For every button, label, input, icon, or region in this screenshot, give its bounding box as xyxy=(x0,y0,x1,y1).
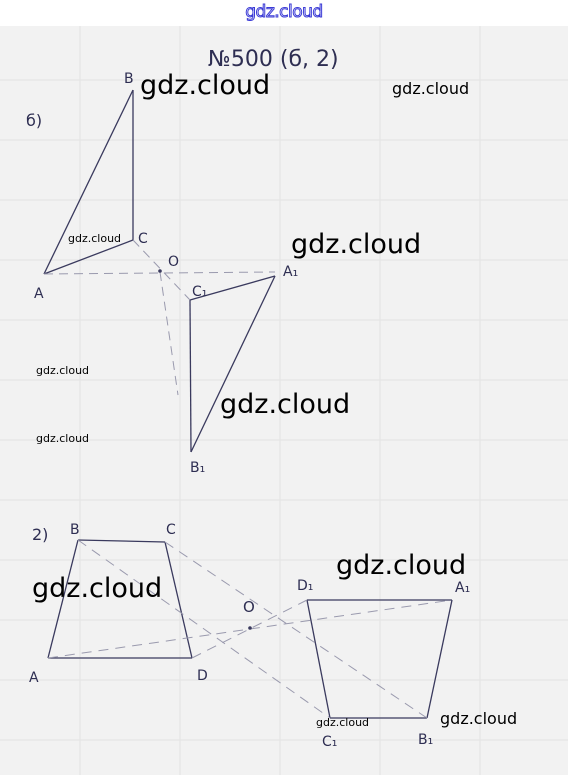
site-title[interactable]: gdz.cloud xyxy=(245,2,324,23)
construction-lines-b xyxy=(43,239,276,396)
point-o2-marker xyxy=(248,626,252,630)
point-b: B xyxy=(124,71,134,87)
point-c-2: C xyxy=(166,522,176,538)
site-header: gdz.cloud xyxy=(0,0,568,26)
point-d-2: D xyxy=(197,668,208,684)
notebook-grid xyxy=(0,26,568,775)
point-d1-2: D₁ xyxy=(297,578,313,594)
point-o-2: O xyxy=(243,598,255,616)
point-a: A xyxy=(34,286,44,302)
point-a1: A₁ xyxy=(283,264,298,280)
point-b1-2: B₁ xyxy=(418,732,433,748)
point-c1: C₁ xyxy=(192,284,207,300)
watermark-1: gdz.cloud xyxy=(140,70,270,101)
point-o: O xyxy=(168,254,179,270)
part-2-label: 2) xyxy=(32,525,48,544)
point-a-2: A xyxy=(29,670,39,686)
point-b-2: B xyxy=(70,522,80,538)
watermark-8: gdz.cloud xyxy=(336,550,466,581)
triangle-abc xyxy=(43,89,134,275)
watermark-2: gdz.cloud xyxy=(392,79,469,98)
triangle-a1b1c1 xyxy=(189,275,276,453)
point-b1: B₁ xyxy=(190,460,205,476)
exercise-number: №500 (б, 2) xyxy=(208,47,339,72)
watermark-10: gdz.cloud xyxy=(316,716,369,729)
watermark-3: gdz.cloud xyxy=(68,232,121,245)
watermark-11: gdz.cloud xyxy=(440,709,517,728)
part-b-label: б) xyxy=(26,111,42,130)
watermark-9: gdz.cloud xyxy=(32,573,162,604)
watermark-5: gdz.cloud xyxy=(36,364,89,377)
notebook-sheet xyxy=(0,26,568,775)
point-c: C xyxy=(138,231,148,247)
watermark-4: gdz.cloud xyxy=(291,229,421,260)
point-a1-2: A₁ xyxy=(455,580,470,596)
point-o-marker xyxy=(158,269,162,273)
trapezoid-a1b1c1d1 xyxy=(306,599,453,719)
watermark-6: gdz.cloud xyxy=(220,389,350,420)
trapezoid-abcd xyxy=(47,539,193,659)
point-c1-2: C₁ xyxy=(322,734,337,750)
watermark-7: gdz.cloud xyxy=(36,432,89,445)
